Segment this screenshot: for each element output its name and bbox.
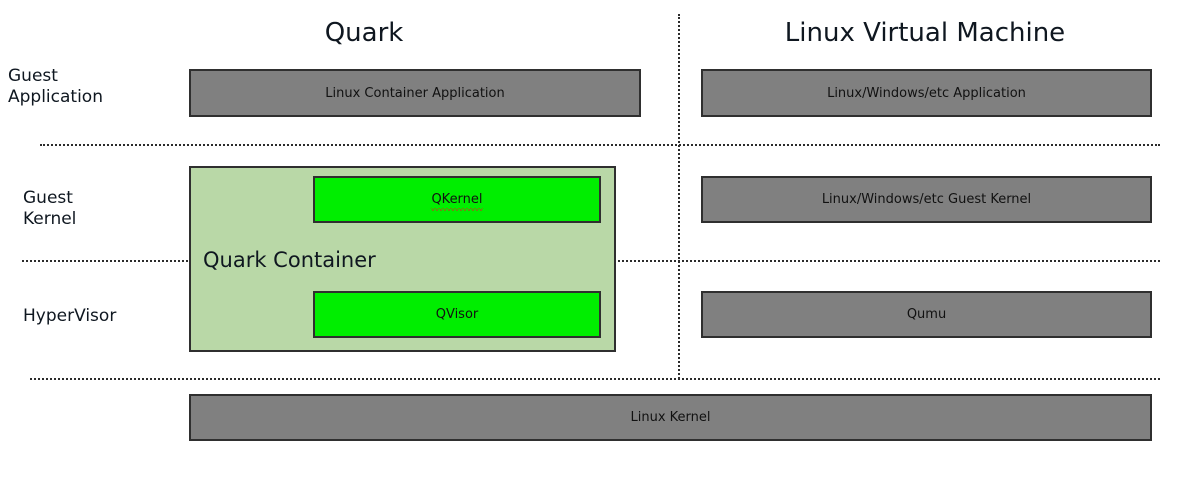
block-linux-windows-etc-guest-kernel: Linux/Windows/etc Guest Kernel bbox=[701, 176, 1152, 223]
quark-container-label: Quark Container bbox=[203, 248, 376, 272]
column-title-quark: Quark bbox=[324, 18, 404, 48]
column-title-linux-virtual-machine: Linux Virtual Machine bbox=[784, 18, 1066, 48]
block-linux-kernel: Linux Kernel bbox=[189, 394, 1152, 441]
row-label-hypervisor: HyperVisor bbox=[23, 306, 117, 326]
block-qumu: Qumu bbox=[701, 291, 1152, 338]
qkernel-label: QKernel bbox=[431, 192, 483, 211]
separator-guest-application-guest-kernel bbox=[40, 144, 1160, 146]
separator-hypervisor-host-kernel bbox=[30, 378, 1160, 380]
row-label-guest-application: Guest Application bbox=[8, 66, 103, 107]
block-linux-windows-etc-application: Linux/Windows/etc Application bbox=[701, 69, 1152, 117]
separator-quark-vs-vm-column bbox=[678, 14, 680, 379]
block-qvisor: QVisor bbox=[313, 291, 601, 338]
block-linux-container-application: Linux Container Application bbox=[189, 69, 641, 117]
block-qkernel: QKernel bbox=[313, 176, 601, 223]
row-label-guest-kernel: Guest Kernel bbox=[23, 188, 77, 229]
